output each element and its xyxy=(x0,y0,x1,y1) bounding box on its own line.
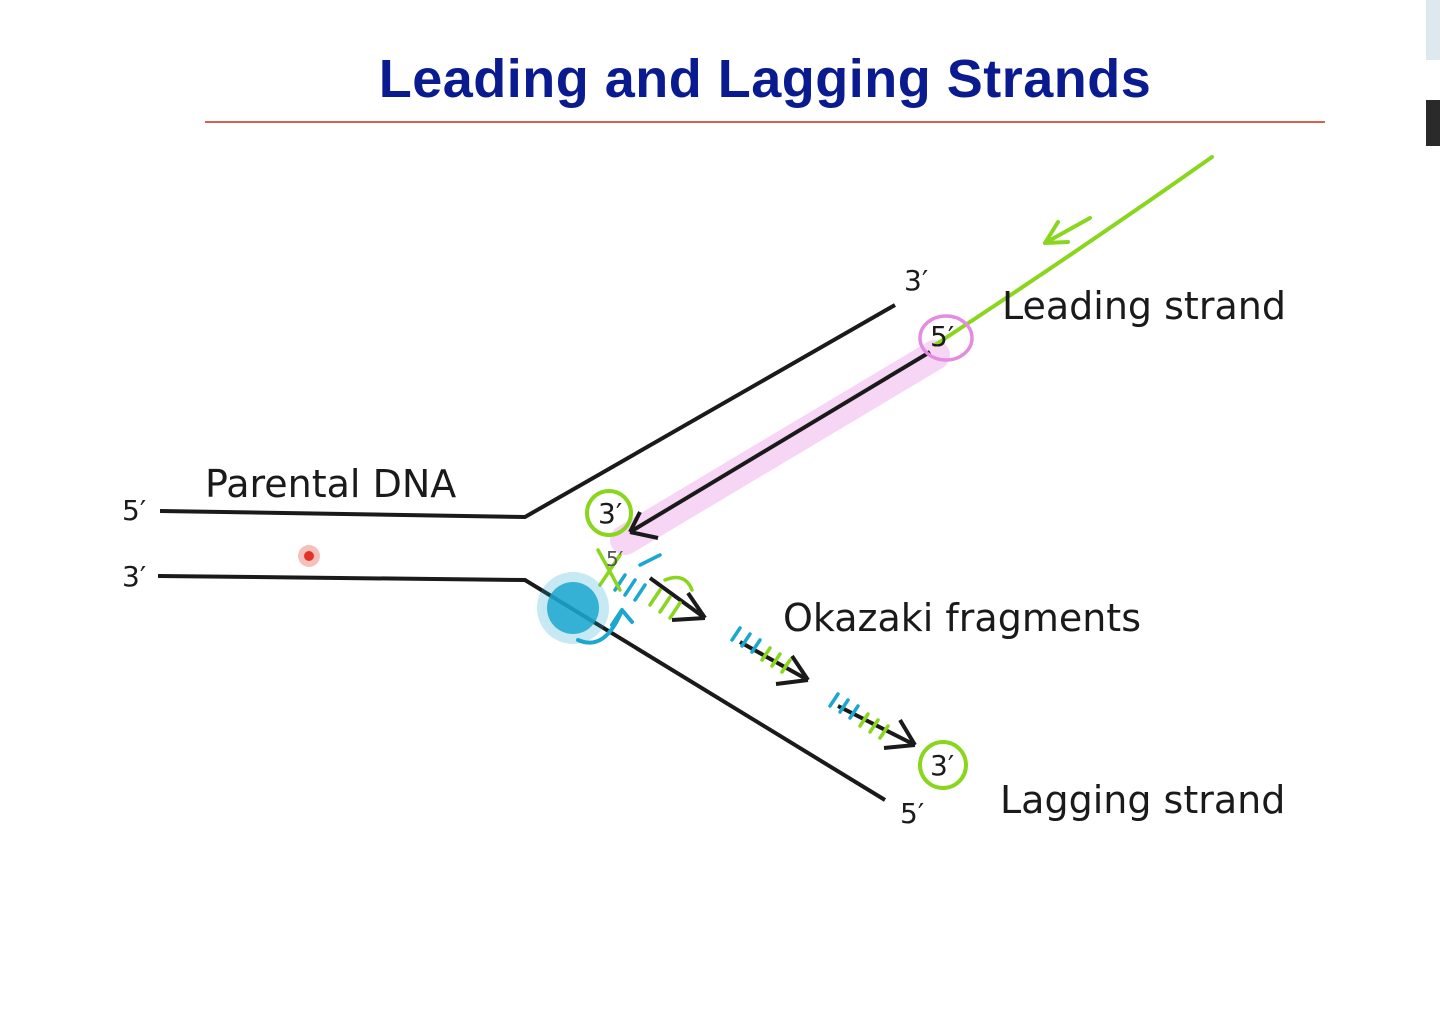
top-strand-5prime: 5′ xyxy=(122,494,147,527)
parental-dna-label: Parental DNA xyxy=(205,462,457,506)
okazaki-fragment-3 xyxy=(837,704,917,750)
parental-bottom-strand xyxy=(157,574,887,802)
cyan-primer-marks xyxy=(613,553,860,720)
title-underline xyxy=(205,121,1325,123)
lagging-arm-5prime: 5′ xyxy=(900,797,925,830)
okazaki-tip-3prime: 3′ xyxy=(930,749,955,782)
laser-pointer-core xyxy=(304,551,314,561)
green-primer-marks xyxy=(596,548,890,740)
leading-strand-label: Leading strand xyxy=(1002,284,1286,328)
green-circle-okazaki-3prime xyxy=(918,740,968,790)
bottom-strand-3prime: 3′ xyxy=(122,560,147,593)
leading-strand-highlight xyxy=(610,340,950,555)
leading-new-5prime: 5′ xyxy=(930,320,955,353)
parental-top-strand xyxy=(159,303,896,520)
cyan-curved-arrow xyxy=(576,608,634,645)
video-thumbnail-edge xyxy=(1422,0,1440,150)
slide-title: Leading and Lagging Strands xyxy=(378,49,1152,109)
leading-fork-3prime: 3′ xyxy=(598,497,623,530)
pink-circle-leading-5prime xyxy=(918,314,974,362)
leading-strand-new xyxy=(628,350,932,534)
okazaki-fragment-1 xyxy=(648,576,707,622)
cyan-highlight-glow xyxy=(537,572,609,644)
upper-arm-3prime: 3′ xyxy=(904,264,929,297)
cyan-highlight-blob xyxy=(547,582,599,634)
green-annotation-line xyxy=(933,155,1214,347)
green-direction-arrow xyxy=(1043,216,1092,245)
lagging-strand-label: Lagging strand xyxy=(1000,778,1286,822)
green-circle-fork-3prime xyxy=(585,489,633,537)
okazaki-fragments-label: Okazaki fragments xyxy=(783,596,1141,640)
fork-primer-5prime: 5′ xyxy=(606,547,624,571)
leading-strand-arrowhead xyxy=(628,511,659,540)
